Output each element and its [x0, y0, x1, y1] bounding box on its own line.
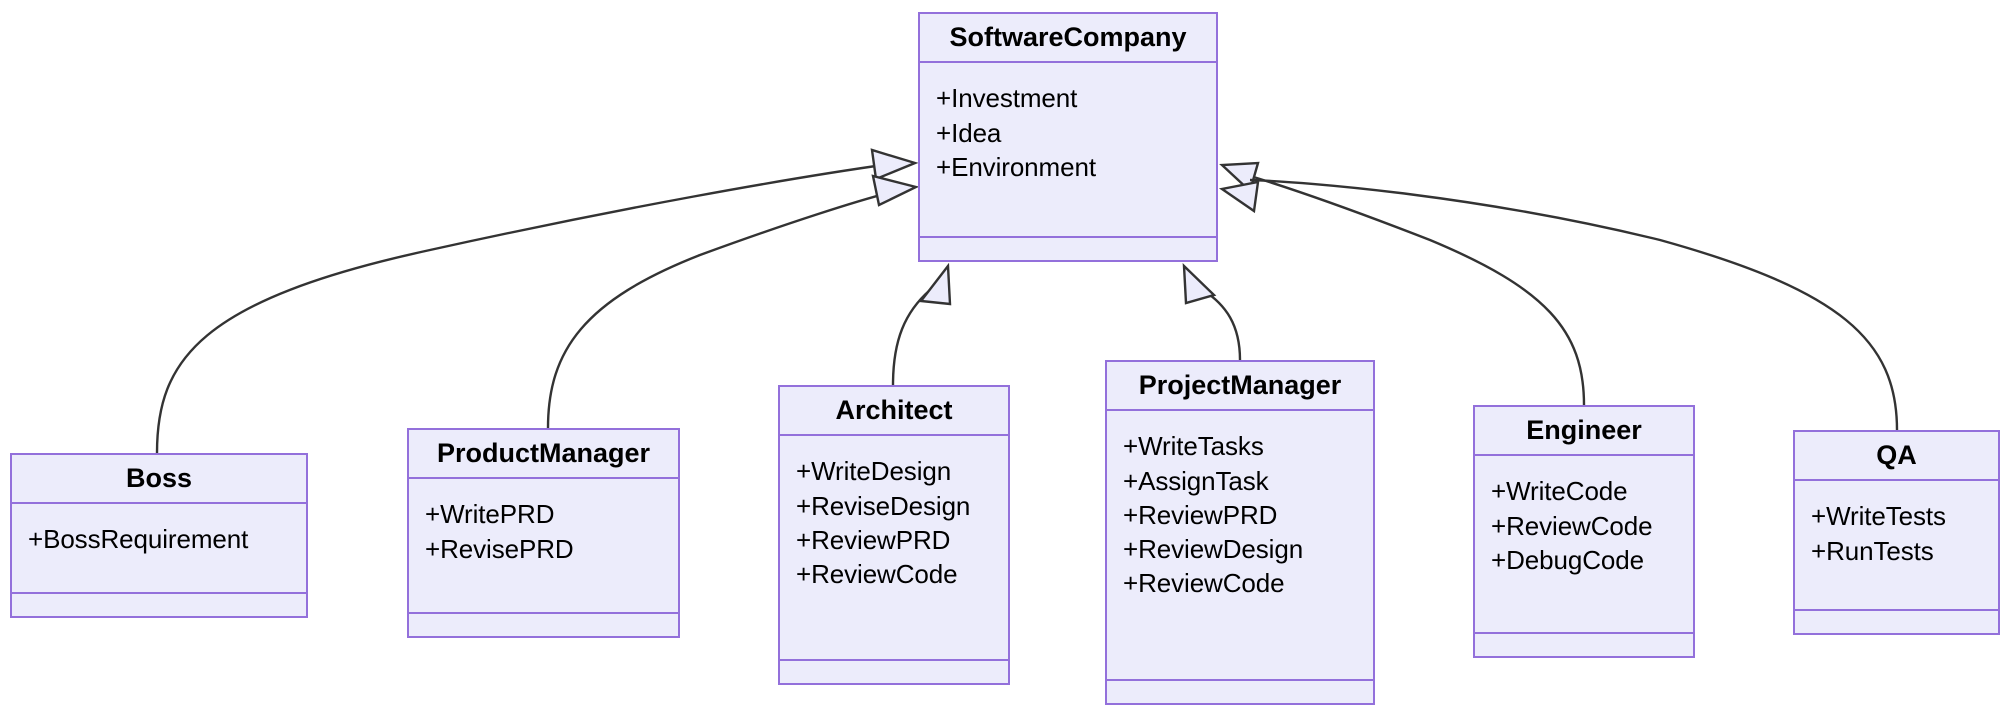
class-attribute: +RunTests — [1811, 535, 1934, 566]
class-title-projectmanager: ProjectManager — [1107, 362, 1373, 412]
class-box-architect[interactable]: Architect +WriteDesign +ReviseDesign +Re… — [778, 385, 1010, 685]
class-methods-softwarecompany — [920, 238, 1216, 260]
class-attribute: +WritePRD — [425, 499, 555, 530]
class-box-productmanager[interactable]: ProductManager +WritePRD +RevisePRD — [407, 428, 680, 638]
edge-architect-to-softwarecompany — [891, 262, 952, 386]
class-attribute: +ReviewPRD — [796, 524, 951, 555]
class-attribute: +DebugCode — [1491, 544, 1644, 575]
class-title-boss: Boss — [12, 455, 306, 505]
class-attributes-qa: +WriteTests +RunTests — [1795, 481, 1998, 611]
class-attributes-boss: +BossRequirement — [12, 504, 306, 594]
class-methods-productmanager — [409, 614, 678, 636]
edge-projectmanager-to-softwarecompany — [1182, 263, 1242, 361]
class-title-engineer: Engineer — [1475, 407, 1693, 457]
class-attributes-softwarecompany: +Investment +Idea +Environment — [920, 63, 1216, 238]
class-attribute: +ReviewDesign — [1123, 534, 1304, 565]
class-attribute: +ReviewCode — [1491, 510, 1653, 541]
class-attributes-architect: +WriteDesign +ReviseDesign +ReviewPRD +R… — [780, 436, 1008, 661]
class-title-productmanager: ProductManager — [409, 430, 678, 480]
class-box-softwarecompany[interactable]: SoftwareCompany +Investment +Idea +Envir… — [918, 12, 1218, 262]
class-attribute: +ReviewCode — [796, 559, 958, 590]
class-box-boss[interactable]: Boss +BossRequirement — [10, 453, 308, 618]
class-title-softwarecompany: SoftwareCompany — [920, 14, 1216, 64]
class-attribute: +ReviewPRD — [1123, 499, 1278, 530]
class-methods-projectmanager — [1107, 681, 1373, 703]
class-attribute: +Idea — [936, 117, 1002, 148]
class-attribute: +ReviseDesign — [796, 490, 971, 521]
class-attribute: +AssignTask — [1123, 465, 1269, 496]
class-attribute: +WriteDesign — [796, 456, 952, 487]
class-attribute: +WriteCode — [1491, 476, 1628, 507]
class-attributes-productmanager: +WritePRD +RevisePRD — [409, 479, 678, 614]
class-attribute: +WriteTests — [1811, 501, 1946, 532]
class-attribute: +Investment — [936, 83, 1078, 114]
class-attributes-engineer: +WriteCode +ReviewCode +DebugCode — [1475, 456, 1693, 634]
class-attributes-projectmanager: +WriteTasks +AssignTask +ReviewPRD +Revi… — [1107, 411, 1373, 681]
class-methods-boss — [12, 594, 306, 616]
class-title-architect: Architect — [780, 387, 1008, 437]
class-box-engineer[interactable]: Engineer +WriteCode +ReviewCode +DebugCo… — [1473, 405, 1695, 658]
class-attribute: +ReviewCode — [1123, 568, 1285, 599]
class-attribute: +BossRequirement — [28, 524, 249, 555]
class-title-qa: QA — [1795, 432, 1998, 482]
class-attribute: +RevisePRD — [425, 533, 574, 564]
class-attribute: +Environment — [936, 151, 1096, 182]
class-box-qa[interactable]: QA +WriteTests +RunTests — [1793, 430, 2000, 635]
class-box-projectmanager[interactable]: ProjectManager +WriteTasks +AssignTask +… — [1105, 360, 1375, 705]
class-methods-qa — [1795, 611, 1998, 633]
class-methods-architect — [780, 661, 1008, 683]
class-methods-engineer — [1475, 634, 1693, 656]
class-attribute: +WriteTasks — [1123, 431, 1264, 462]
